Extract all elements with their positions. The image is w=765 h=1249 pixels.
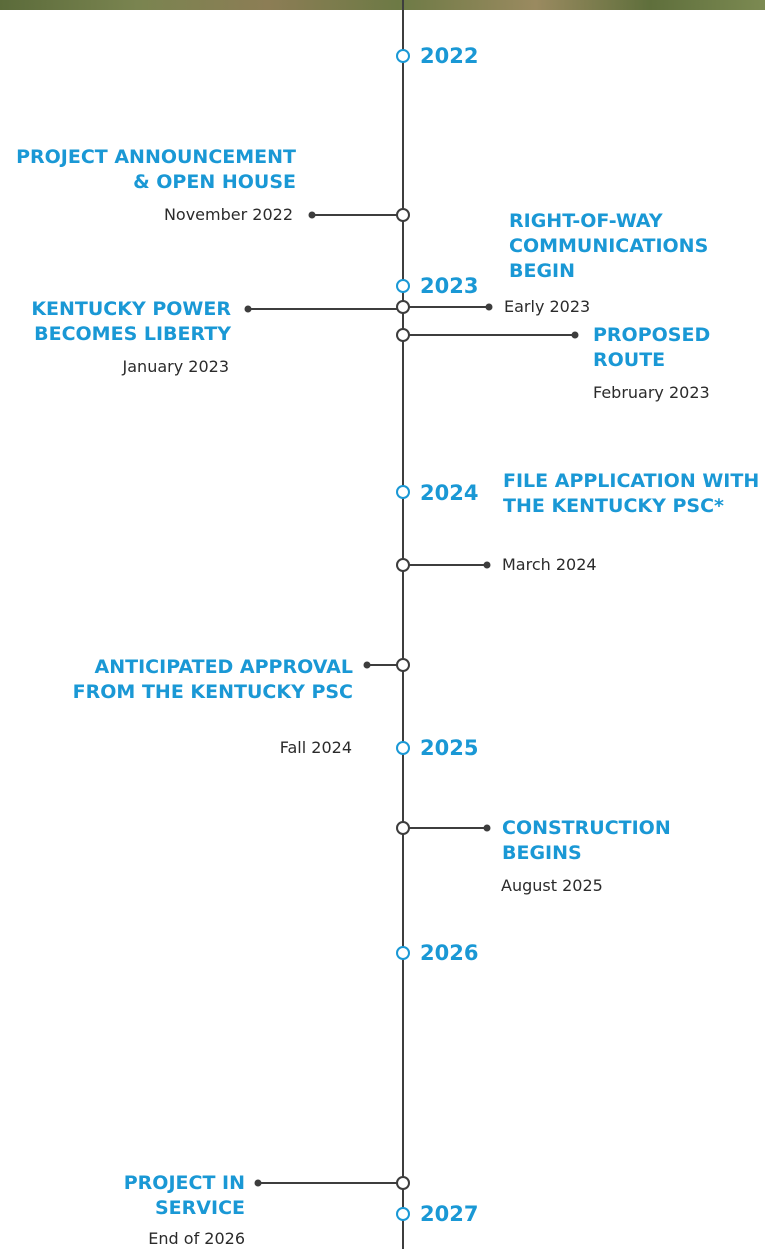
node-announcement	[396, 208, 410, 222]
event-date-communications: Early 2023	[504, 297, 591, 316]
node-kentucky-power	[396, 300, 410, 314]
year-label-2024: 2024	[420, 481, 479, 505]
event-date-kentucky-power: January 2023	[122, 357, 229, 376]
event-title-communications: RIGHT-OF-WAY COMMUNICATIONS BEGIN	[509, 210, 709, 282]
event-title-kentucky-power: KENTUCKY POWER BECOMES LIBERTY	[31, 298, 231, 345]
header-photo-strip	[0, 0, 765, 10]
dot-communications	[485, 303, 493, 311]
year-label-2027: 2027	[420, 1202, 479, 1226]
node-construction	[396, 821, 410, 835]
node-proposed-route	[396, 328, 410, 342]
year-label-2023: 2023	[420, 274, 479, 298]
node-in-service	[396, 1176, 410, 1190]
node-file-application	[396, 558, 410, 572]
event-date-in-service: End of 2026	[148, 1229, 245, 1248]
dot-proposed-route	[571, 331, 579, 339]
dot-kentucky-power	[244, 305, 252, 313]
event-date-proposed-route: February 2023	[593, 383, 710, 402]
year-marker-2027	[396, 1207, 410, 1221]
event-title-announcement: PROJECT ANNOUNCEMENT & OPEN HOUSE	[16, 146, 296, 193]
year-label-2026: 2026	[420, 941, 479, 965]
timeline-spine	[402, 0, 404, 1249]
event-date-file-application: March 2024	[502, 555, 597, 574]
dot-construction	[483, 824, 491, 832]
year-label-2022: 2022	[420, 44, 479, 68]
dot-in-service	[254, 1179, 262, 1187]
event-title-approval: ANTICIPATED APPROVAL FROM THE KENTUCKY P…	[72, 656, 353, 703]
year-marker-2026	[396, 946, 410, 960]
dot-file-application	[483, 561, 491, 569]
year-marker-2022	[396, 49, 410, 63]
dot-announcement	[308, 211, 316, 219]
dot-approval	[363, 661, 371, 669]
event-title-in-service: PROJECT IN SERVICE	[123, 1172, 245, 1219]
year-marker-2025	[396, 741, 410, 755]
event-title-construction: CONSTRUCTION BEGINS	[502, 817, 671, 864]
year-marker-2023	[396, 279, 410, 293]
event-date-approval: Fall 2024	[279, 738, 352, 757]
event-title-proposed-route: PROPOSED ROUTE	[593, 324, 711, 371]
year-marker-2024	[396, 485, 410, 499]
event-title-file-application: FILE APPLICATION WITH THE KENTUCKY PSC*	[503, 470, 760, 517]
node-approval	[396, 658, 410, 672]
year-label-2025: 2025	[420, 736, 479, 760]
event-date-construction: August 2025	[501, 876, 603, 895]
event-date-announcement: November 2022	[163, 205, 293, 224]
